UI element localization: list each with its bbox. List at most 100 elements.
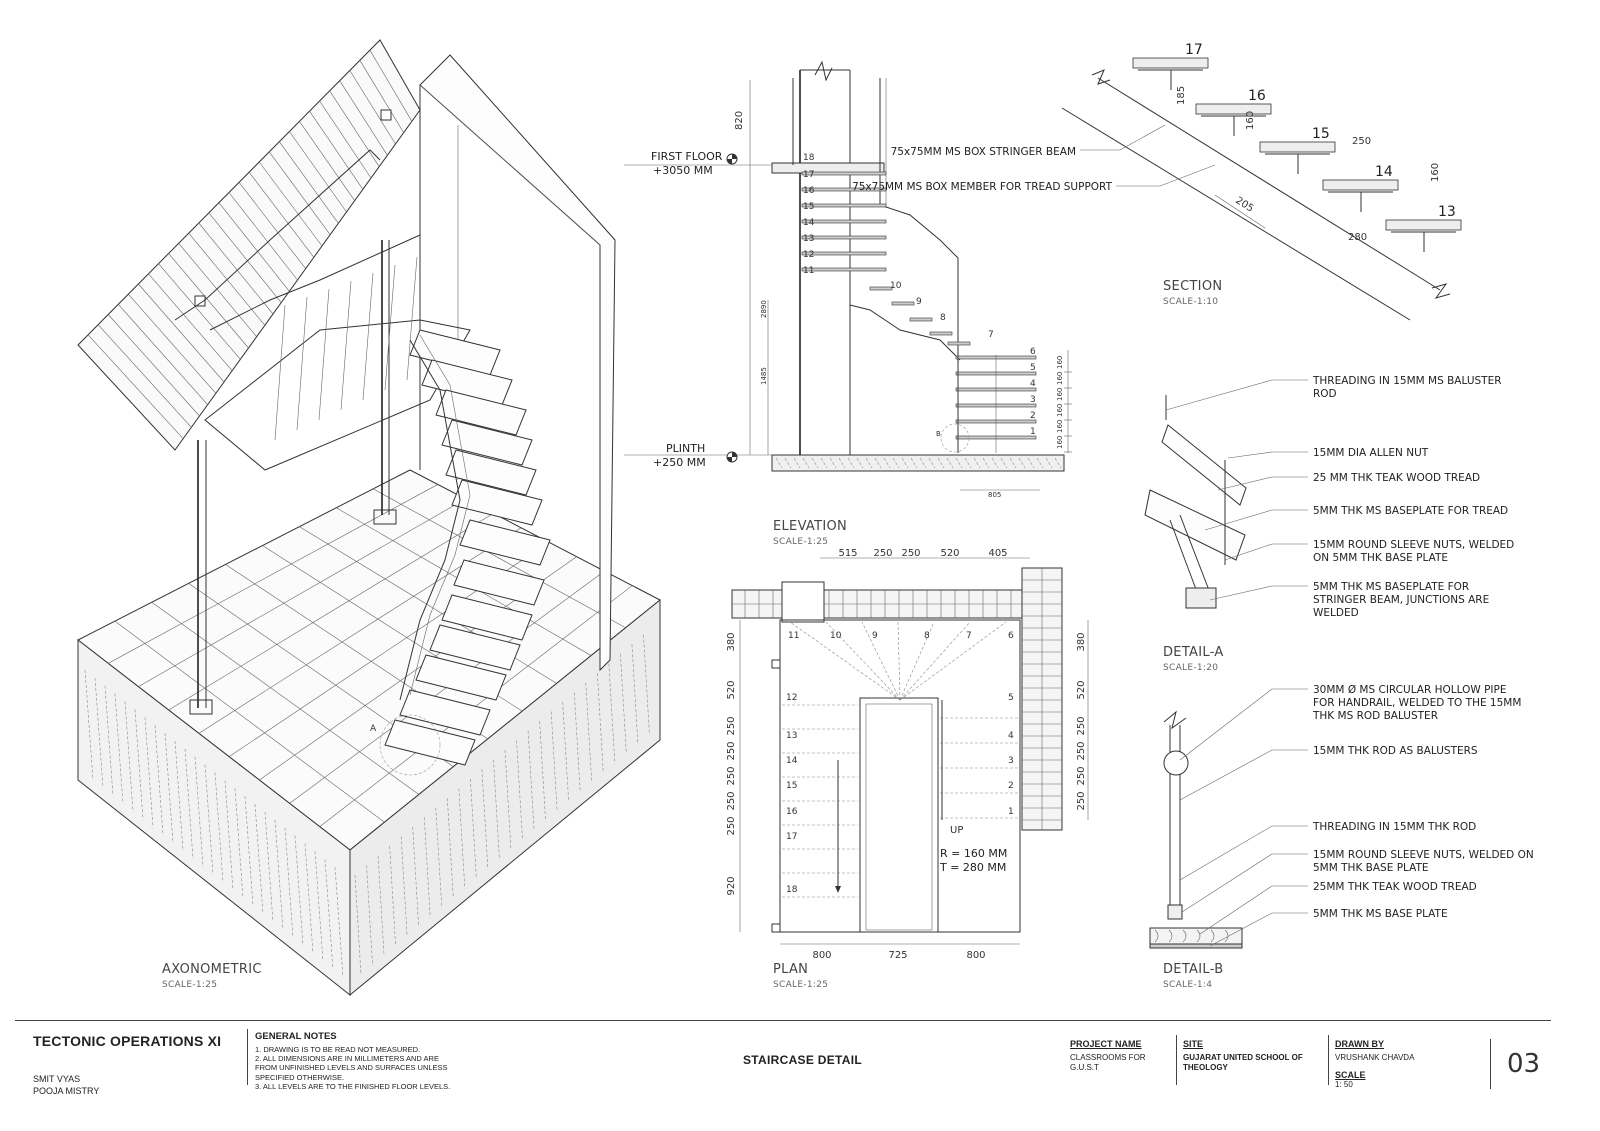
detb-view-title: DETAIL-B [1163, 962, 1223, 977]
axo-slab-stripe [87, 334, 184, 439]
axo-tile-line [108, 484, 438, 664]
axo-hatch-line [366, 865, 373, 966]
plan-step-number: 13 [786, 731, 797, 741]
axo-slab-stripe [359, 60, 404, 133]
axo-hatch-line [294, 835, 304, 946]
elev-hatch-line [838, 457, 846, 469]
elev-tread [801, 251, 887, 256]
elev-hatch-line [847, 457, 855, 469]
section-view-scale: SCALE-1:10 [1163, 297, 1218, 307]
plan-dim-right-value: 250 [1076, 716, 1087, 735]
axo-tread [435, 389, 527, 436]
axo-stair-handrail-2 [409, 334, 471, 696]
elev-tread [801, 267, 887, 272]
sheet-number: 03 [1507, 1049, 1541, 1079]
elev-dim-2890: 2890 [760, 300, 768, 318]
elev-tread [801, 187, 887, 192]
section-note-support: 75x75MM MS BOX MEMBER FOR TREAD SUPPORT [852, 181, 1113, 193]
deta-leader [1204, 509, 1308, 531]
axo-slab-stripes [87, 50, 413, 439]
axo-hatch-line [550, 711, 558, 812]
axo-baluster [296, 296, 308, 431]
elev-tread [801, 171, 887, 176]
section-step-number: 14 [1375, 164, 1393, 180]
axo-slab-stripe [339, 80, 388, 156]
axo-slab-stripe [128, 293, 217, 394]
plan-tread-note: T = 280 MM [939, 861, 1006, 874]
elev-hatch-line [1027, 457, 1035, 469]
deta-note: 5MM THK MS BASEPLATE FOR TREAD [1313, 505, 1508, 517]
detb-grain-line [1168, 929, 1173, 943]
plan-up-label: UP [950, 825, 963, 836]
scale-value: 1: 50 [1335, 1079, 1353, 1089]
elev-riser-dim: 160 [1056, 388, 1064, 401]
axo-baluster [406, 256, 418, 381]
axo-slab-stripe [228, 192, 298, 281]
deta-note-line: ROD [1313, 388, 1337, 400]
axo-hatch-line [84, 669, 94, 781]
axo-tread [415, 654, 507, 701]
plan-post-2 [771, 923, 781, 933]
plan-down-arrow-head [835, 886, 841, 893]
plan-step-number: 16 [786, 807, 798, 817]
axo-slab-stripe [309, 110, 364, 190]
elev-dim-805: 805 [988, 491, 1001, 499]
axo-hatch-line [174, 740, 184, 851]
deta-leader [1209, 585, 1308, 601]
elev-view-scale: SCALE-1:25 [773, 537, 828, 547]
section-dim-185: 185 [1176, 86, 1187, 105]
section-dim-250: 250 [1352, 136, 1371, 147]
elev-dim-1485: 1485 [760, 367, 768, 385]
elev-treads [801, 171, 1037, 453]
elev-hatch-line [1045, 457, 1053, 469]
elev-ground-hatch [775, 457, 1062, 469]
axo-slab-stripe [178, 243, 257, 337]
plan-dim-top-value: 520 [940, 548, 959, 559]
drawn-by-label: DRAWN BY [1335, 1039, 1384, 1049]
axo-tile-line [372, 488, 626, 629]
axo-hatch-line [597, 673, 604, 774]
plan-dim-right-value: 250 [1076, 766, 1087, 785]
detb-grain-line [1224, 929, 1229, 943]
section-view-title: SECTION [1163, 279, 1222, 294]
detb-leader [1199, 885, 1308, 935]
axo-tread [429, 624, 521, 671]
elev-handrail [879, 78, 959, 450]
axo-hatch-line [389, 846, 396, 947]
plan-winder-line [861, 621, 901, 701]
deta-view-title: DETAIL-A [1163, 645, 1224, 660]
detb-grain-line [1210, 929, 1215, 943]
plan-step-number: 9 [872, 631, 878, 641]
plan-dim-bottom-value: 800 [966, 950, 985, 961]
deta-leaders [1165, 379, 1308, 601]
plan-winder-line [899, 621, 1007, 701]
axo-tread [445, 449, 537, 496]
plan-step-number: 17 [786, 832, 797, 842]
section-step-number: 15 [1312, 126, 1330, 142]
deta-stringer-2 [1179, 514, 1213, 599]
axo-slab-stripe [349, 70, 396, 145]
section-dim-line-205 [1214, 194, 1266, 229]
detb-leader [1179, 825, 1308, 881]
elev-riser-dim: 160 [1056, 420, 1064, 433]
plan-dim-left-value: 250 [726, 716, 737, 735]
detb-sleeve-nut [1167, 904, 1183, 920]
deta-leader [1217, 476, 1308, 491]
axo-tile-line [138, 498, 466, 687]
axo-hatch-line [234, 788, 244, 899]
axo-hatch-line [104, 685, 114, 796]
axo-slab-stripe [279, 141, 339, 224]
section-step-number: 16 [1248, 88, 1266, 104]
axo-hatch-line [493, 759, 500, 860]
axo-slab-stripe [208, 212, 282, 303]
plan-winder-line [899, 621, 935, 701]
detb-break-mark [1163, 710, 1187, 730]
section-tread [1385, 219, 1462, 231]
plan-dim-right-value: 380 [1076, 632, 1087, 651]
axo-hatch-line [244, 796, 254, 907]
plan-winder-line [825, 621, 901, 701]
